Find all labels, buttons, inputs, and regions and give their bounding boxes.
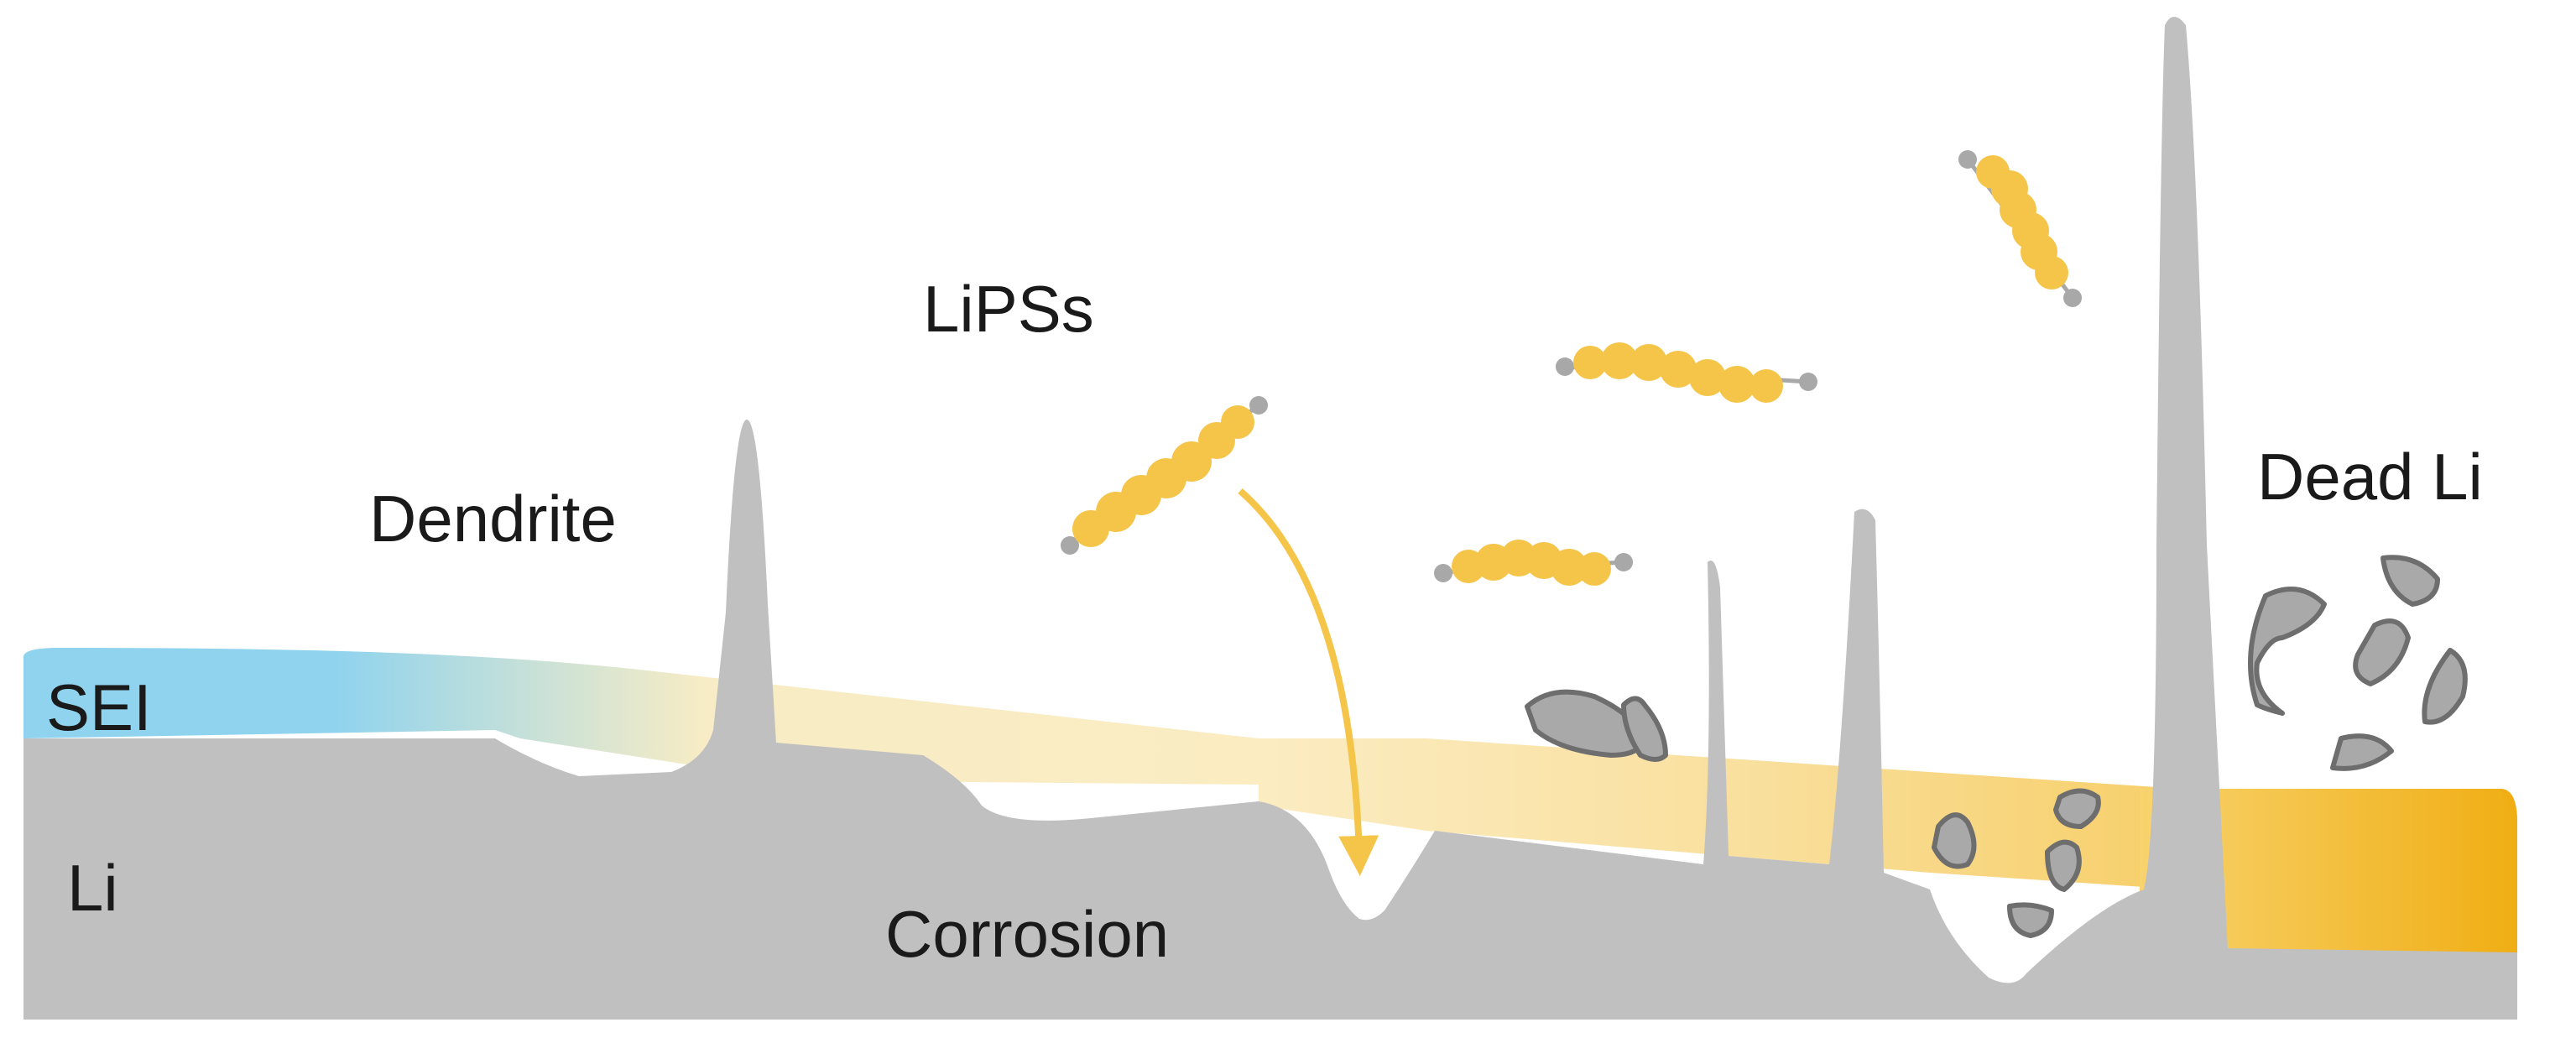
dead-li-piece [2053, 788, 2101, 829]
dead-li-piece [2380, 555, 2440, 607]
corrosion-arrow [1238, 488, 1379, 876]
li-label: Li [67, 851, 118, 925]
polysulfide-chain-4 [1958, 150, 2082, 307]
dead-li-piece [2422, 648, 2468, 725]
polysulfide-chain-2 [1434, 540, 1633, 586]
dead-li-yellow-cap [2500, 789, 2517, 822]
dead-li-piece [2353, 618, 2411, 686]
dendrite-label: Dendrite [369, 482, 617, 556]
dead-li-piece [2045, 839, 2082, 892]
lithium-metal [23, 17, 2517, 1020]
sei-label: SEI [46, 670, 152, 744]
polysulfide-chain-1 [1061, 396, 1268, 555]
lipss-label: LiPSs [923, 272, 1094, 346]
dead-li-piece [2007, 902, 2054, 938]
dead-li-yellow-layer [2140, 789, 2517, 952]
dead-li-piece [2330, 733, 2394, 771]
dead-li-piece [2248, 587, 2327, 716]
polysulfide-chain-3 [1556, 342, 1817, 403]
dead-li-piece [1621, 696, 1668, 762]
sei-layer [23, 648, 1259, 785]
dead-li-piece [1932, 812, 1977, 869]
dead-li-fragments [1525, 555, 2468, 938]
dead-li-label: Dead Li [2257, 440, 2483, 514]
corrosion-label: Corrosion [885, 897, 1169, 971]
